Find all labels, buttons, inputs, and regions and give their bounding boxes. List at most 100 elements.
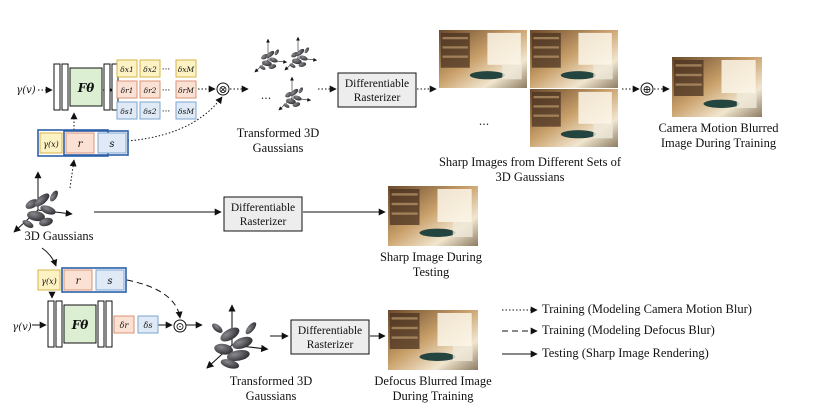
room-render — [388, 186, 478, 246]
offset-label-dx: δx2 — [143, 65, 157, 74]
network-output-layer — [105, 300, 113, 348]
offset-ellipsis: ··· — [162, 65, 171, 75]
network-input-layer — [53, 63, 61, 111]
r-cell — [65, 132, 95, 154]
legend-item-testing: Testing (Sharp Image Rendering) — [542, 346, 709, 360]
gaussian-ellipsoid — [298, 87, 303, 94]
offset-cell-ds — [175, 101, 197, 120]
arrow-attributes-to-dot — [126, 279, 183, 319]
network-output-layer — [103, 63, 111, 111]
operator-sum: ⊕ — [642, 83, 651, 96]
offset-cell-dx — [175, 59, 197, 78]
gaussian-ellipsoid — [298, 62, 307, 67]
label-camera-motion-blurred: Camera Motion Blurred Image During Train… — [658, 121, 779, 150]
transformed-gaussian-1 — [254, 38, 288, 73]
gamma-x-label: γ(x) — [43, 140, 59, 149]
input-gamma-v-top: γ(v) — [16, 85, 36, 96]
gaussian-ellipsoid — [291, 51, 299, 58]
gaussian-ellipsoid — [34, 193, 50, 207]
offset-cell-dr — [175, 80, 197, 99]
r-cell — [63, 269, 93, 291]
gaussian-ellipsoid — [299, 55, 308, 61]
offset-label-dr: δr2 — [144, 86, 157, 95]
offset-cell-dr — [139, 80, 161, 99]
arrow-attributes-to-product — [109, 96, 223, 143]
label-transformed-3d-gaussians-bottom: Transformed 3D Gaussians — [229, 374, 313, 403]
room-render — [530, 30, 618, 88]
network-core — [63, 304, 97, 344]
offset-label-ds: δs1 — [120, 107, 133, 116]
network-core — [69, 67, 103, 107]
rasterizer-top — [337, 72, 417, 108]
network-input-layer — [55, 300, 63, 348]
gaussian-ellipsoid — [293, 95, 302, 101]
defocus-ds-cell — [137, 315, 159, 334]
gaussian-ellipsoid — [292, 102, 301, 107]
operator-sum-circle — [640, 82, 654, 96]
attribute-group-outline — [61, 267, 127, 293]
gaussian-ellipsoid — [220, 359, 240, 369]
gaussian-ellipsoid — [286, 98, 296, 105]
gaussian-ellipsoid — [266, 50, 275, 59]
gaussian-ellipsoid — [212, 323, 223, 333]
defocus-dr-cell — [113, 315, 135, 334]
arrow-gaussians-to-attributes — [69, 159, 77, 189]
gaussian-ellipsoid — [261, 53, 269, 60]
gaussian-ellipsoid — [220, 327, 240, 342]
room-render — [439, 30, 527, 88]
rasterizer-bottom — [290, 319, 370, 355]
gaussian-ellipsoid — [268, 64, 277, 69]
s-cell — [97, 132, 127, 154]
gaussian-ellipsoid — [232, 336, 253, 350]
gaussian-ellipsoid — [296, 48, 305, 57]
gaussian-ellipsoid — [289, 63, 296, 68]
defocus-blurred-image — [388, 310, 478, 370]
gaussian-ellipsoid — [25, 199, 39, 209]
camera-motion-blurred-image — [672, 57, 762, 117]
gaussian-ellipsoid — [50, 190, 58, 202]
s-cell — [95, 269, 125, 291]
gaussian-ellipsoid — [245, 322, 257, 335]
gaussian-ellipsoid — [290, 88, 299, 97]
operator-product-circle — [216, 82, 230, 96]
network-output-layer — [97, 300, 105, 348]
offset-cell-ds — [116, 101, 138, 120]
gaussian-ellipsoid — [259, 65, 266, 70]
label-defocus-blurred: Defocus Blurred Image During Training — [374, 374, 492, 403]
gaussian-ellipsoid — [292, 58, 302, 65]
gamma-x-cell — [39, 132, 63, 154]
offset-label-dx: δxM — [178, 65, 195, 74]
offset-label-ds: δs2 — [143, 107, 156, 116]
offset-cell-dx — [139, 59, 161, 78]
gaussian-ellipsoid — [283, 103, 290, 108]
defocus-dr-label: δr — [120, 321, 130, 330]
offset-label-dr: δr1 — [121, 86, 134, 95]
offset-ellipsis: ··· — [162, 86, 171, 96]
room-render — [530, 89, 618, 147]
attribute-group-outline — [63, 130, 129, 156]
label-sharp-image-testing: Sharp Image During Testing — [379, 250, 483, 279]
gaussian-ellipsoid — [262, 60, 272, 67]
gaussian-ellipsoid — [304, 47, 309, 54]
transformed-gaussians-ellipsis: ··· — [261, 92, 272, 105]
label-transformed-3d-gaussians-top: Transformed 3D Gaussians — [236, 126, 320, 155]
gaussian-ellipsoid — [269, 57, 278, 63]
defocus-ds-label: δs — [144, 321, 153, 330]
gaussian-ellipsoid — [39, 217, 53, 227]
legend-item-defocus: Training (Modeling Defocus Blur) — [542, 323, 715, 337]
input-gamma-v-bottom: γ(v) — [12, 322, 32, 333]
sharp-image-testing — [388, 186, 478, 246]
gaussian-ellipsoid — [285, 91, 293, 98]
gaussian-ellipsoid — [214, 343, 233, 355]
offset-cell-dx — [116, 59, 138, 78]
operator-product: ⊗ — [218, 83, 227, 96]
label-3d-gaussians: 3D Gaussians — [24, 229, 94, 243]
transformed-gaussians-bottom — [206, 304, 269, 369]
gamma-x-cell — [37, 269, 61, 291]
r-label: r — [78, 139, 84, 150]
transformed-gaussian-3 — [278, 76, 312, 111]
